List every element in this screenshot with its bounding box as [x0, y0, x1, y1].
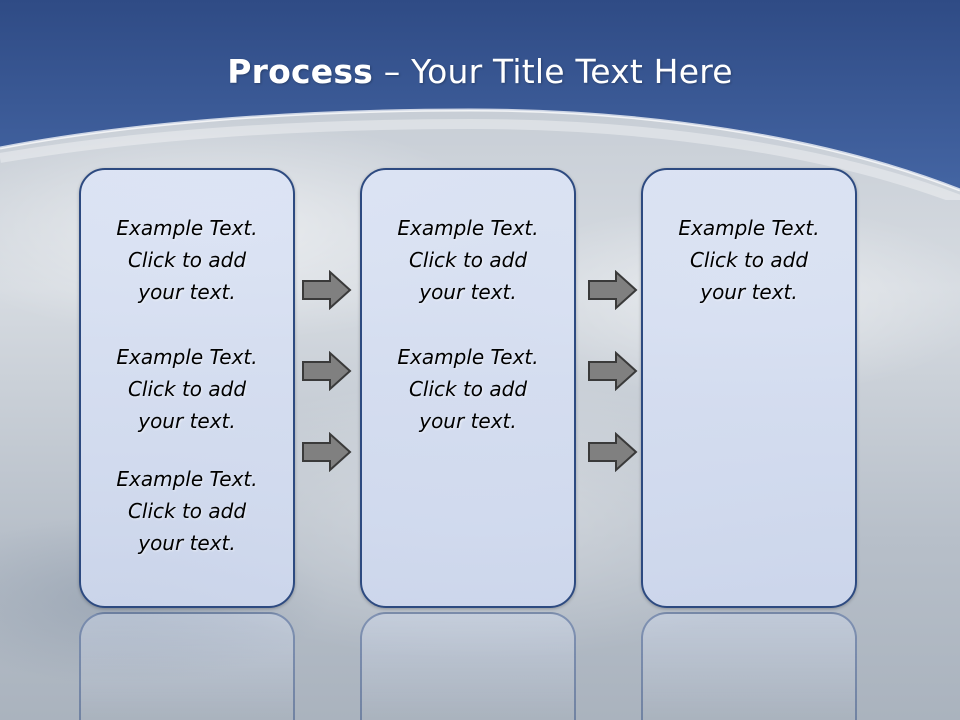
box-reflection	[360, 612, 576, 720]
text-placeholder[interactable]: Example Text. Click to add your text.	[116, 216, 258, 304]
process-box-3[interactable]: Example Text. Click to add your text.	[641, 168, 857, 608]
right-arrow-icon[interactable]	[588, 351, 638, 391]
right-arrow-icon[interactable]	[588, 270, 638, 310]
text-placeholder[interactable]: Example Text. Click to add your text.	[116, 467, 258, 555]
title-bold: Process	[227, 52, 374, 91]
right-arrow-icon[interactable]	[302, 351, 352, 391]
text-placeholder[interactable]: Example Text. Click to add your text.	[397, 345, 539, 433]
text-placeholder[interactable]: Example Text. Click to add your text.	[678, 216, 820, 304]
process-box-1[interactable]: Example Text. Click to add your text. Ex…	[79, 168, 295, 608]
title-rest: – Your Title Text Here	[373, 52, 733, 91]
right-arrow-icon[interactable]	[588, 432, 638, 472]
text-placeholder[interactable]: Example Text. Click to add your text.	[397, 216, 539, 304]
box-reflection	[79, 612, 295, 720]
header-band	[0, 0, 960, 200]
text-placeholder[interactable]: Example Text. Click to add your text.	[116, 345, 258, 433]
box-reflection	[641, 612, 857, 720]
process-box-2[interactable]: Example Text. Click to add your text. Ex…	[360, 168, 576, 608]
slide-title[interactable]: Process – Your Title Text Here	[0, 52, 960, 91]
right-arrow-icon[interactable]	[302, 432, 352, 472]
right-arrow-icon[interactable]	[302, 270, 352, 310]
